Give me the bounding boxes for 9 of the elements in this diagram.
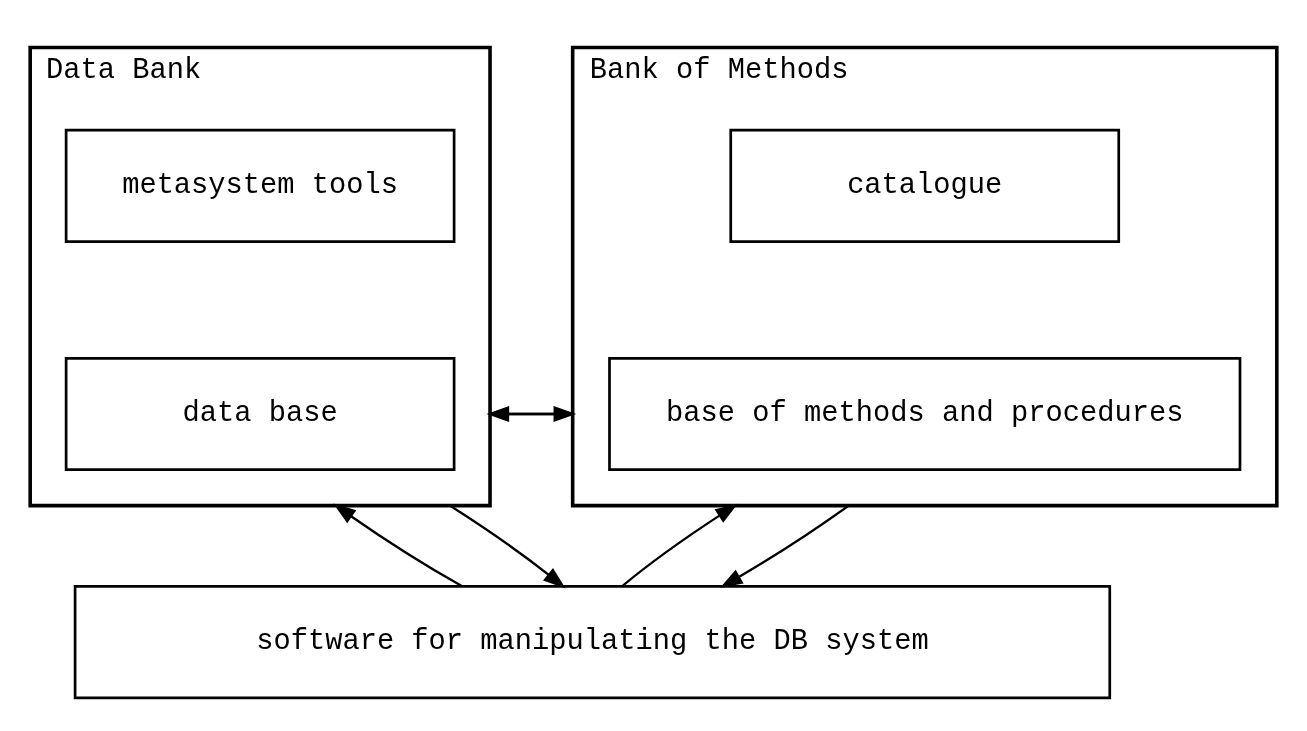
arrow: [449, 504, 566, 589]
node-box: software for manipulating the DB system: [73, 585, 1112, 700]
node-box: data base: [64, 356, 456, 472]
arrow: [333, 503, 463, 588]
node-box: base of methods and procedures: [608, 356, 1242, 472]
node-box: metasystem tools: [64, 128, 456, 243]
arrow: [621, 503, 738, 588]
arrow: [720, 504, 850, 588]
node-box: catalogue: [729, 128, 1121, 243]
